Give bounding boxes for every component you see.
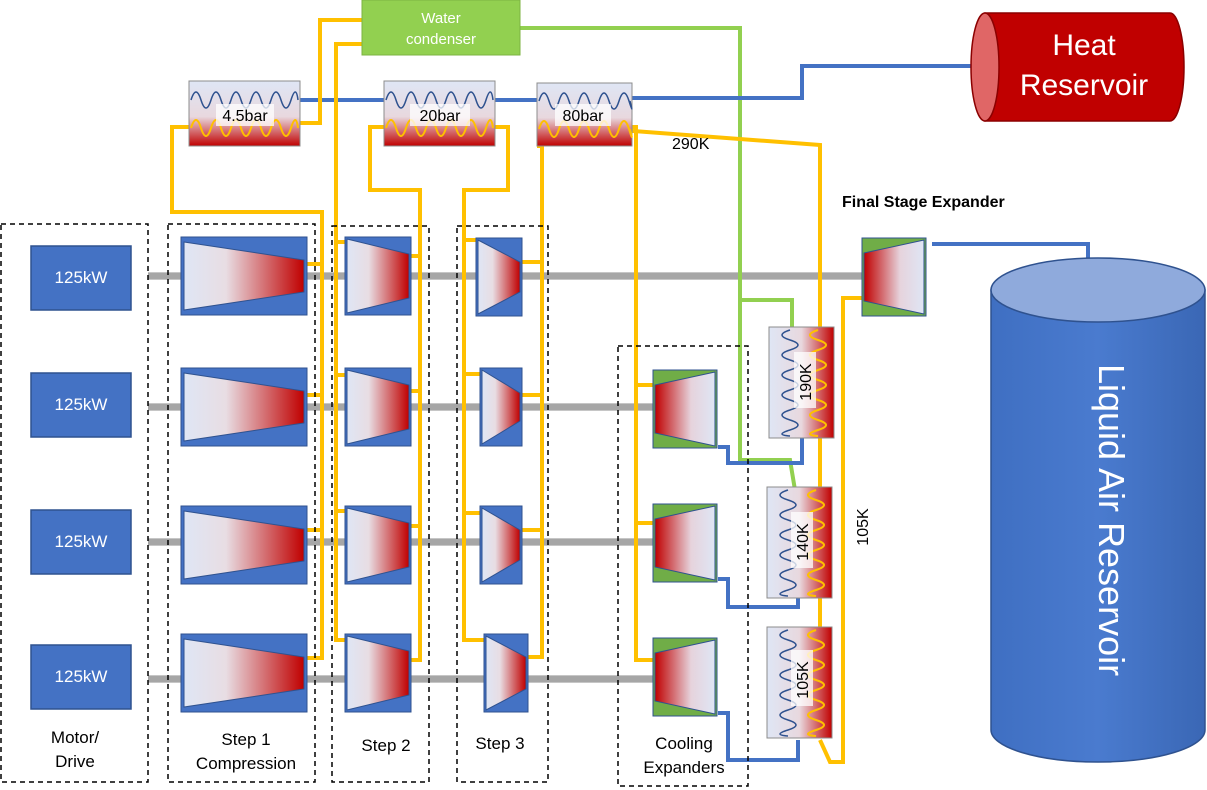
step1-compressor-2 — [180, 367, 308, 447]
step3-compressors — [475, 237, 529, 713]
hx-label-105k: 105K — [795, 661, 812, 699]
water-condenser-box — [361, 0, 521, 56]
cooling-expanders — [652, 369, 718, 717]
step3-compressor-4 — [483, 633, 529, 713]
water-condenser-line2: condenser — [405, 31, 477, 48]
step2-compressor-4 — [344, 633, 412, 713]
step2-group — [331, 225, 430, 783]
step1-line1: Step 1 — [221, 730, 271, 749]
step3-compressor-3 — [479, 505, 523, 585]
cooling-expander-3 — [652, 637, 718, 717]
group-boxes — [0, 223, 749, 787]
hx-label-80bar: 80bar — [563, 108, 605, 125]
cooling-expanders-label: Cooling Expanders — [624, 732, 744, 780]
cooling-expander-2 — [652, 503, 718, 583]
step2-compressor-2 — [344, 367, 412, 447]
cooling-expanders-group — [617, 345, 749, 787]
step3-compressor-1 — [475, 237, 523, 317]
final-stage-expander-label: Final Stage Expander — [842, 194, 1005, 211]
water-condenser-line1: Water — [421, 10, 461, 27]
temperature-heat-exchangers — [766, 326, 835, 739]
step1-compressor-1 — [180, 236, 308, 316]
motor-1-label: 125kW — [54, 268, 108, 287]
cooling-expanders-line1: Cooling — [655, 734, 713, 753]
step3-group — [456, 225, 549, 783]
step1-compressor-3 — [180, 505, 308, 585]
heat-reservoir-line1: Heat — [1052, 29, 1116, 62]
step1-label: Step 1 Compression — [176, 728, 316, 776]
heat-reservoir — [970, 12, 1185, 122]
green-pipes — [520, 26, 797, 491]
motor-4 — [30, 644, 132, 710]
step3-label: Step 3 — [475, 734, 525, 753]
motor-1 — [30, 245, 132, 311]
step1-compressor-4 — [180, 633, 308, 713]
hx-label-190k: 190K — [798, 363, 815, 401]
liquid-air-reservoir — [990, 257, 1206, 763]
motor-2 — [30, 372, 132, 438]
hx-label-20bar: 20bar — [420, 108, 462, 125]
step2-compressors — [344, 236, 412, 713]
motor-2-label: 125kW — [54, 395, 108, 414]
step1-compressors — [180, 236, 308, 713]
heat-reservoir-line2: Reservoir — [1019, 69, 1149, 102]
motors — [30, 245, 132, 710]
heat-reservoir-label: Heat Reservoir — [985, 26, 1183, 106]
motor-drive-group — [0, 223, 149, 783]
step3-compressor-2 — [479, 367, 523, 447]
motor-drive-line2: Drive — [55, 752, 95, 771]
diagram-labels: 4.5bar 20bar 80bar 190K 140K 105K 105K L… — [216, 104, 1132, 706]
step2-label: Step 2 — [361, 736, 411, 755]
step2-compressor-3 — [344, 505, 412, 585]
cooling-expander-1 — [652, 369, 718, 449]
step1-line2: Compression — [195, 754, 297, 773]
temperature-290k-label: 290K — [672, 136, 710, 153]
motor-3 — [30, 509, 132, 575]
motor-drive-line1: Motor/ — [50, 728, 100, 747]
hx-label-4-5bar: 4.5bar — [222, 108, 268, 125]
cooling-expanders-line2: Expanders — [643, 758, 725, 777]
hx-20bar — [383, 80, 496, 147]
motor-drive-label: Motor/ Drive — [20, 726, 130, 774]
liquid-air-reservoir-label: Liquid Air Reservoir — [1091, 364, 1132, 676]
drive-shafts — [148, 272, 862, 683]
step2-compressor-1 — [344, 236, 412, 316]
motor-4-label: 125kW — [54, 667, 108, 686]
line-label-105k: 105K — [855, 508, 872, 546]
step1-group — [167, 223, 316, 783]
hx-label-140k: 140K — [795, 523, 812, 561]
final-stage-expander — [861, 237, 927, 317]
water-condenser-label: Water condenser — [362, 8, 520, 50]
motor-3-label: 125kW — [54, 532, 108, 551]
